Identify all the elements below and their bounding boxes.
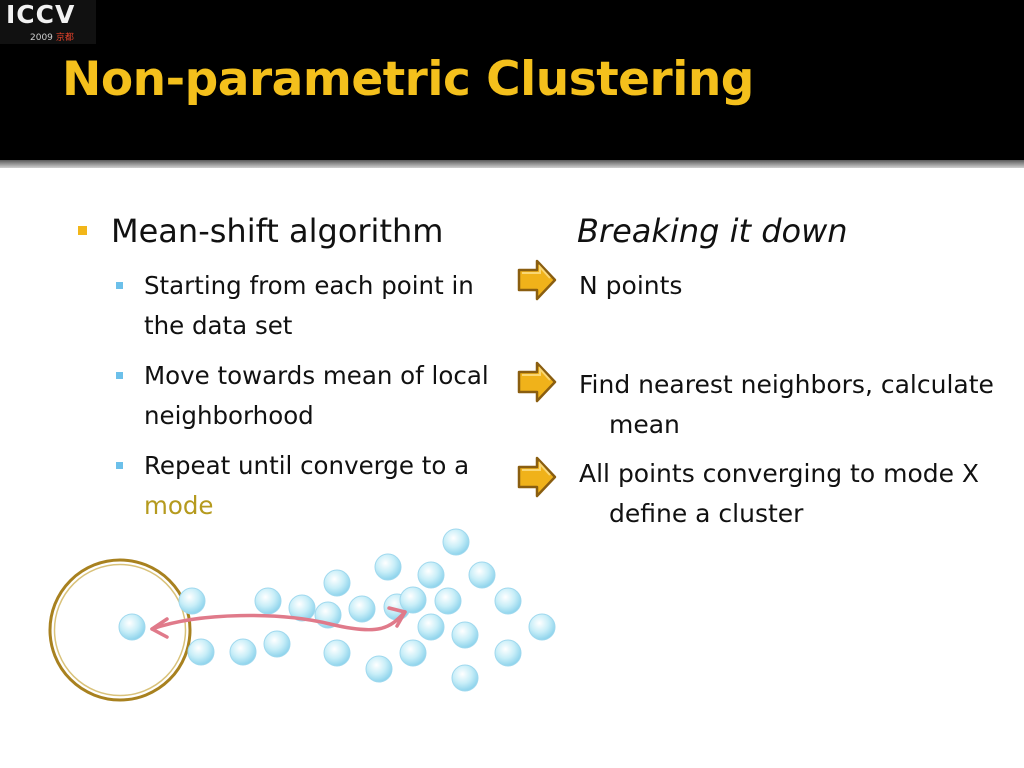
right-arrow-icon bbox=[517, 456, 557, 498]
data-point bbox=[187, 638, 215, 666]
data-point bbox=[417, 561, 445, 589]
data-point bbox=[468, 561, 496, 589]
search-window-inner-ring bbox=[53, 563, 187, 697]
data-point bbox=[374, 553, 402, 581]
data-point bbox=[417, 613, 445, 641]
header-divider bbox=[0, 160, 1024, 168]
data-point bbox=[528, 613, 556, 641]
data-points bbox=[118, 528, 556, 692]
data-point bbox=[451, 621, 479, 649]
shift-path-head bbox=[387, 606, 407, 628]
data-point bbox=[323, 569, 351, 597]
data-point bbox=[399, 639, 427, 667]
right-arrow-icon bbox=[517, 361, 557, 403]
data-point bbox=[263, 630, 291, 658]
data-point bbox=[254, 587, 282, 615]
right-heading: Breaking it down bbox=[577, 212, 848, 250]
breakdown-item-2: Find nearest neighbors, calculate mean bbox=[579, 370, 994, 439]
shift-path-tail bbox=[150, 617, 169, 639]
step-2-text: Move towards mean of local neighborhood bbox=[144, 361, 489, 430]
step-3-text: Repeat until converge to a mode bbox=[144, 446, 504, 526]
search-window-circle bbox=[48, 558, 192, 702]
bullet-square-icon bbox=[116, 372, 123, 379]
data-point bbox=[323, 639, 351, 667]
breakdown-item-3: All points converging to mode X define a… bbox=[579, 459, 980, 528]
step-1-text: Starting from each point in the data set bbox=[144, 271, 474, 340]
mode-highlight: mode bbox=[144, 491, 214, 520]
bullet-square-icon bbox=[116, 282, 123, 289]
data-point bbox=[494, 587, 522, 615]
logo-city: 京都 bbox=[55, 33, 74, 43]
mean-shift-diagram bbox=[48, 528, 556, 702]
data-point bbox=[399, 586, 427, 614]
shift-path-arrow bbox=[150, 610, 407, 632]
data-point bbox=[229, 638, 257, 666]
data-point bbox=[348, 595, 376, 623]
data-point bbox=[451, 664, 479, 692]
right-arrow-icon bbox=[517, 259, 557, 301]
data-point bbox=[118, 613, 146, 641]
data-point bbox=[365, 655, 393, 683]
bullet-square-icon bbox=[78, 226, 87, 235]
data-point bbox=[494, 639, 522, 667]
step-3-lead: Repeat until converge to a bbox=[144, 451, 470, 480]
slide-title: Non-parametric Clustering bbox=[62, 52, 754, 107]
data-point bbox=[442, 528, 470, 556]
data-point bbox=[288, 594, 316, 622]
left-heading: Mean-shift algorithm bbox=[111, 212, 444, 250]
data-point bbox=[434, 587, 462, 615]
logo-year: 2009 bbox=[30, 33, 53, 43]
breakdown-item-1: N points bbox=[579, 271, 683, 300]
logo-text: ICCV bbox=[6, 0, 76, 29]
bullet-square-icon bbox=[116, 462, 123, 469]
data-point bbox=[178, 587, 206, 615]
